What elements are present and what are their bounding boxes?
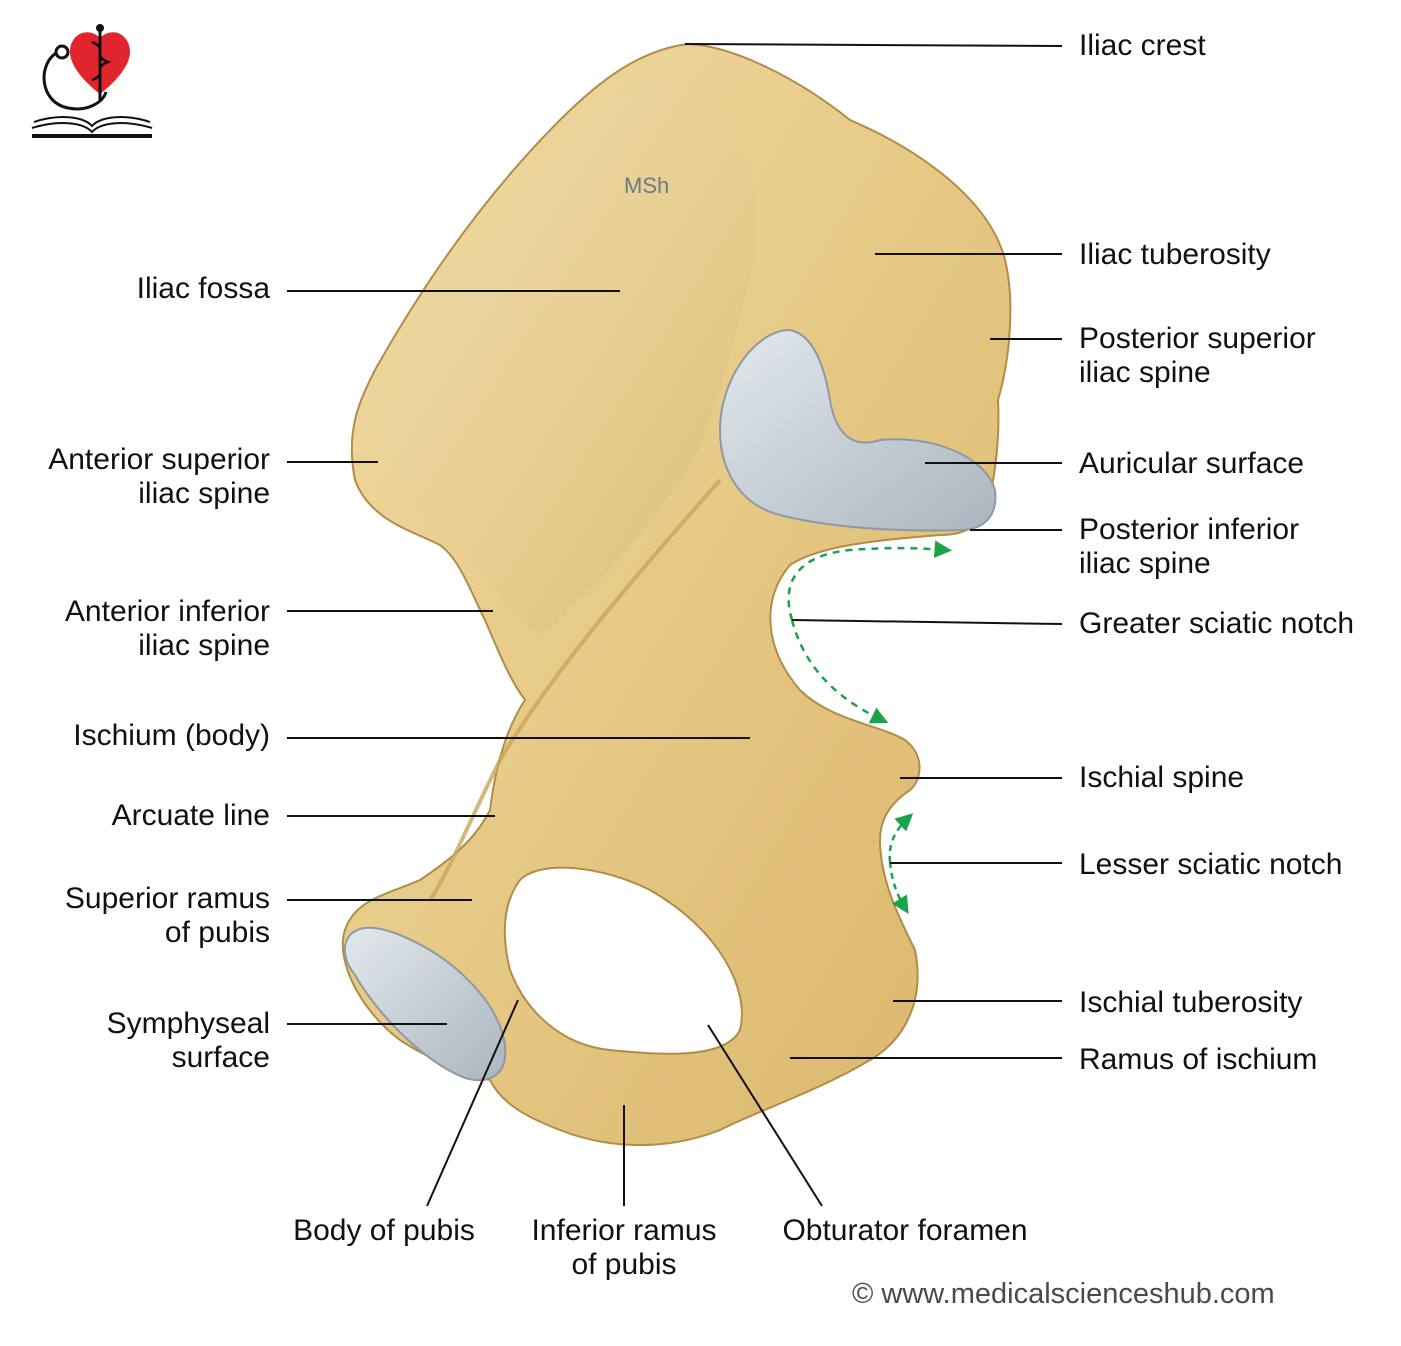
label-iliac-crest: Iliac crest [1079, 29, 1206, 62]
label-iliac-fossa: Iliac fossa [136, 272, 270, 305]
label-psis-line2: iliac spine [1079, 356, 1211, 389]
label-inferior-ramus-of-pubis: Inferior ramus of pubis [514, 1214, 734, 1282]
leader-body-pubis [426, 999, 519, 1207]
heart-logo-icon [31, 24, 153, 138]
label-ischium-body: Ischium (body) [73, 719, 270, 752]
label-asis-line1: Anterior superior [48, 443, 270, 476]
watermark-text: MSh [624, 173, 670, 198]
label-asis-line2: iliac spine [138, 477, 270, 510]
stethoscope-icon [42, 50, 108, 111]
leader-greater-sciatic [791, 619, 1063, 625]
label-anterior-superior-iliac-spine: Anterior superior iliac spine [48, 443, 270, 511]
leader-obturator [707, 1024, 823, 1207]
label-iliac-tuberosity: Iliac tuberosity [1079, 238, 1271, 271]
auricular-surface-cartilage [718, 328, 997, 532]
label-ischial-tuberosity: Ischial tuberosity [1079, 986, 1303, 1019]
open-book-icon [31, 116, 153, 138]
label-obturator-foramen: Obturator foramen [782, 1214, 1028, 1247]
label-superior-ramus-of-pubis: Superior ramus of pubis [65, 882, 270, 950]
label-piis-line1: Posterior inferior [1079, 513, 1300, 546]
label-symphyseal-surface: Symphyseal surface [107, 1007, 270, 1075]
lesser-sciatic-arrow-down [888, 861, 909, 914]
label-arcuate-line: Arcuate line [111, 799, 270, 832]
label-body-of-pubis: Body of pubis [293, 1214, 475, 1247]
label-anterior-inferior-iliac-spine: Anterior inferior iliac spine [65, 595, 270, 663]
label-aiis-line1: Anterior inferior [64, 595, 270, 628]
label-auricular-surface: Auricular surface [1079, 447, 1305, 480]
label-aiis-line2: iliac spine [138, 629, 270, 662]
label-superior-ramus-line1: Superior ramus [64, 882, 270, 915]
label-symphyseal-line1: Symphyseal [106, 1007, 270, 1040]
leader-lines [287, 43, 1063, 1207]
label-lesser-sciatic-notch: Lesser sciatic notch [1079, 848, 1343, 881]
copyright-text: © www.medicalscienceshub.com [852, 1278, 1275, 1310]
obturator-foramen-hole [503, 866, 743, 1055]
greater-sciatic-arrow-up [787, 540, 952, 621]
label-piis-line2: iliac spine [1079, 547, 1211, 580]
label-posterior-superior-iliac-spine: Posterior superior iliac spine [1079, 322, 1316, 390]
label-superior-ramus-line2: of pubis [164, 916, 270, 949]
leader-iliac-crest [684, 43, 1063, 47]
label-inferior-ramus-line2: of pubis [571, 1248, 677, 1281]
label-inferior-ramus-line1: Inferior ramus [531, 1214, 717, 1247]
label-posterior-inferior-iliac-spine: Posterior inferior iliac spine [1079, 513, 1299, 581]
symphyseal-surface-cartilage [343, 926, 507, 1082]
label-psis-line1: Posterior superior [1079, 322, 1316, 355]
label-ramus-of-ischium: Ramus of ischium [1079, 1043, 1318, 1076]
caduceus-icon [91, 24, 112, 100]
label-ischial-spine: Ischial spine [1079, 761, 1245, 794]
label-symphyseal-line2: surface [171, 1041, 270, 1074]
iliac-fossa-surface [390, 78, 756, 640]
arcuate-line-ridge [428, 478, 722, 902]
greater-sciatic-arrow-down [790, 619, 889, 724]
label-greater-sciatic-notch: Greater sciatic notch [1079, 607, 1355, 640]
lesser-sciatic-arrow-up [888, 813, 914, 863]
